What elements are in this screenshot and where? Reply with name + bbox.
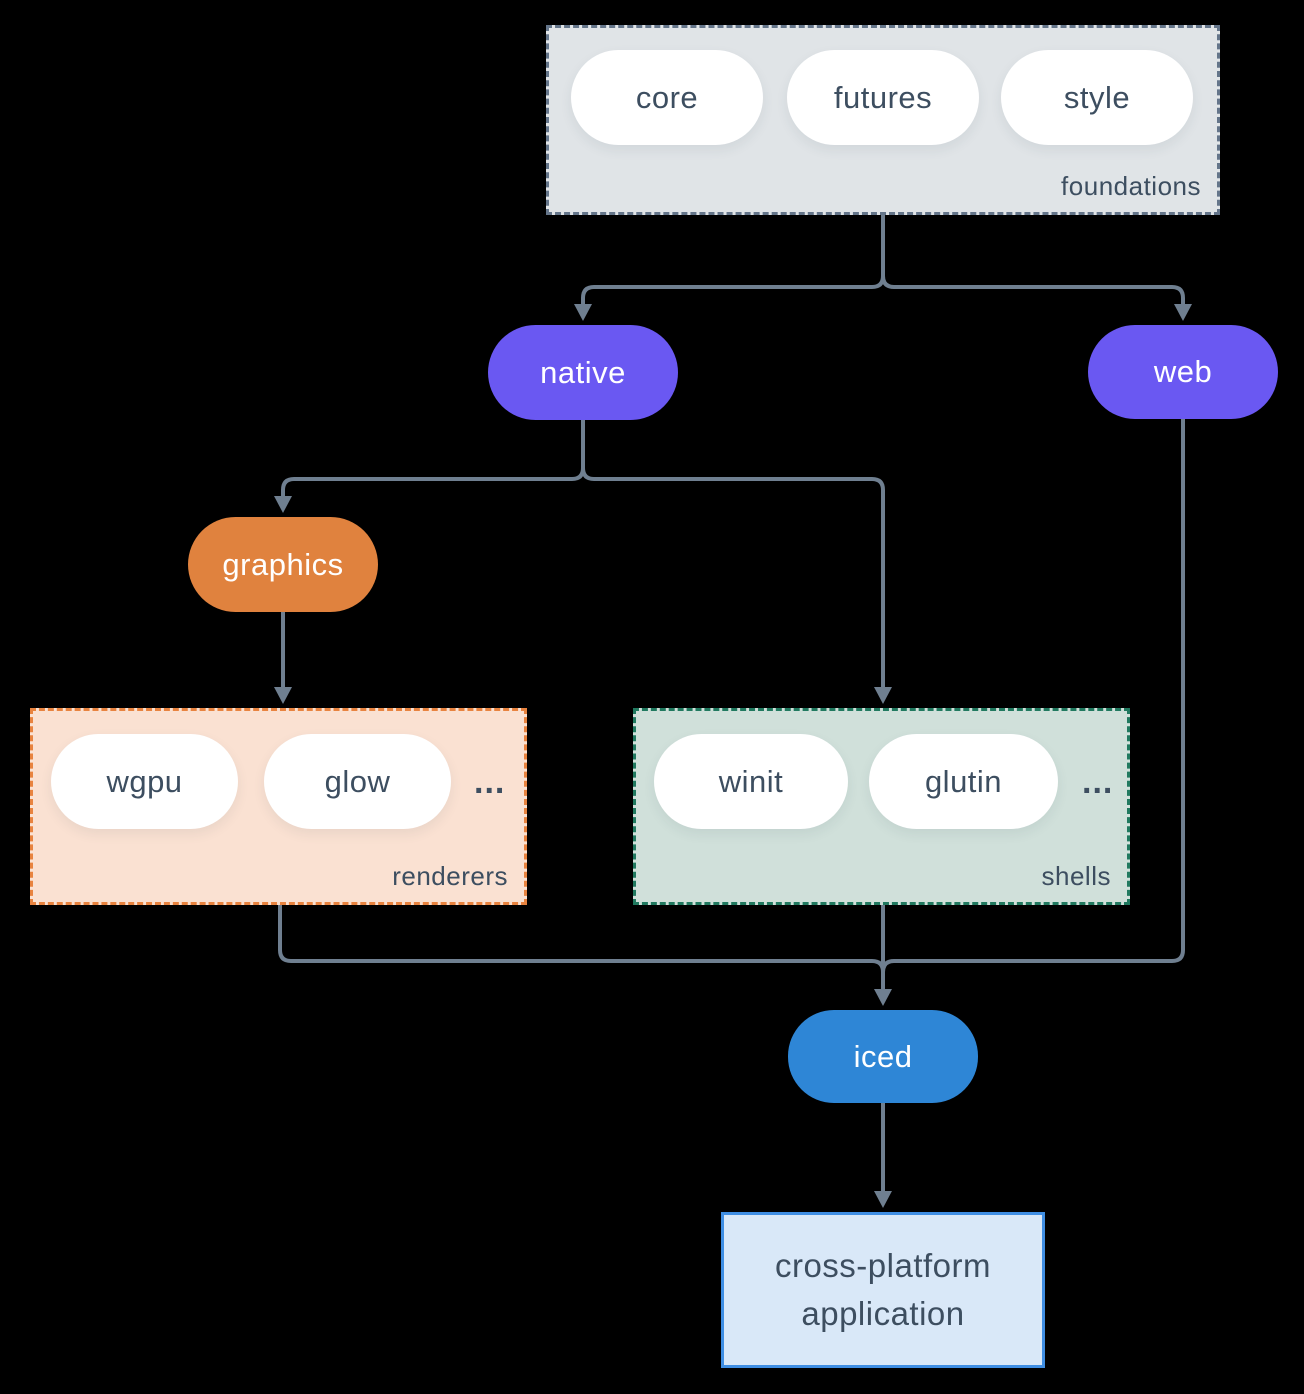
node-iced-label: iced: [853, 1038, 913, 1074]
node-glutin: glutin: [869, 734, 1058, 829]
shells-group: winit glutin ... shells: [633, 708, 1130, 905]
edge-native-shells: [581, 420, 885, 689]
arrowhead-iced: [874, 989, 892, 1006]
arrowhead-graphics: [274, 496, 292, 513]
edge-foundations-web: [881, 215, 1185, 306]
node-winit: winit: [654, 734, 848, 829]
node-core-label: core: [635, 79, 699, 115]
node-futures-label: futures: [833, 79, 933, 115]
node-style: style: [1001, 50, 1193, 145]
node-web: web: [1088, 325, 1278, 419]
edge-renderers-iced: [278, 905, 885, 973]
arrowhead-native: [574, 304, 592, 321]
arrowhead-shells: [874, 687, 892, 704]
node-wgpu-label: wgpu: [106, 763, 183, 799]
shells-group-label: shells: [1041, 861, 1111, 891]
arrowhead-web: [1174, 304, 1192, 321]
node-glutin-label: glutin: [924, 763, 1003, 799]
node-glow: glow: [264, 734, 451, 829]
renderers-group: wgpu glow ... renderers: [30, 708, 527, 905]
node-graphics-label: graphics: [222, 546, 344, 582]
renderers-ellipsis: ...: [474, 763, 506, 801]
application-label-line1: cross-platform: [774, 1247, 992, 1284]
node-native-label: native: [540, 354, 626, 390]
node-core: core: [571, 50, 763, 145]
foundations-group: core futures style foundations: [546, 25, 1220, 215]
shells-ellipsis: ...: [1082, 763, 1114, 801]
arrowhead-renderers: [274, 687, 292, 704]
node-futures: futures: [787, 50, 979, 145]
foundations-group-label: foundations: [1061, 171, 1201, 201]
arrowhead-application: [874, 1191, 892, 1208]
node-cross-platform-application: cross-platform application: [721, 1212, 1045, 1368]
node-iced: iced: [788, 1010, 978, 1103]
node-native: native: [488, 325, 678, 420]
node-glow-label: glow: [324, 763, 391, 799]
node-graphics: graphics: [188, 517, 378, 612]
node-winit-label: winit: [718, 763, 784, 799]
renderers-group-label: renderers: [392, 861, 508, 891]
edge-native-graphics: [281, 420, 585, 498]
node-web-label: web: [1153, 354, 1213, 389]
edge-foundations-native: [581, 215, 885, 306]
node-wgpu: wgpu: [51, 734, 238, 829]
node-style-label: style: [1063, 79, 1131, 115]
application-label-line2: application: [801, 1295, 965, 1332]
